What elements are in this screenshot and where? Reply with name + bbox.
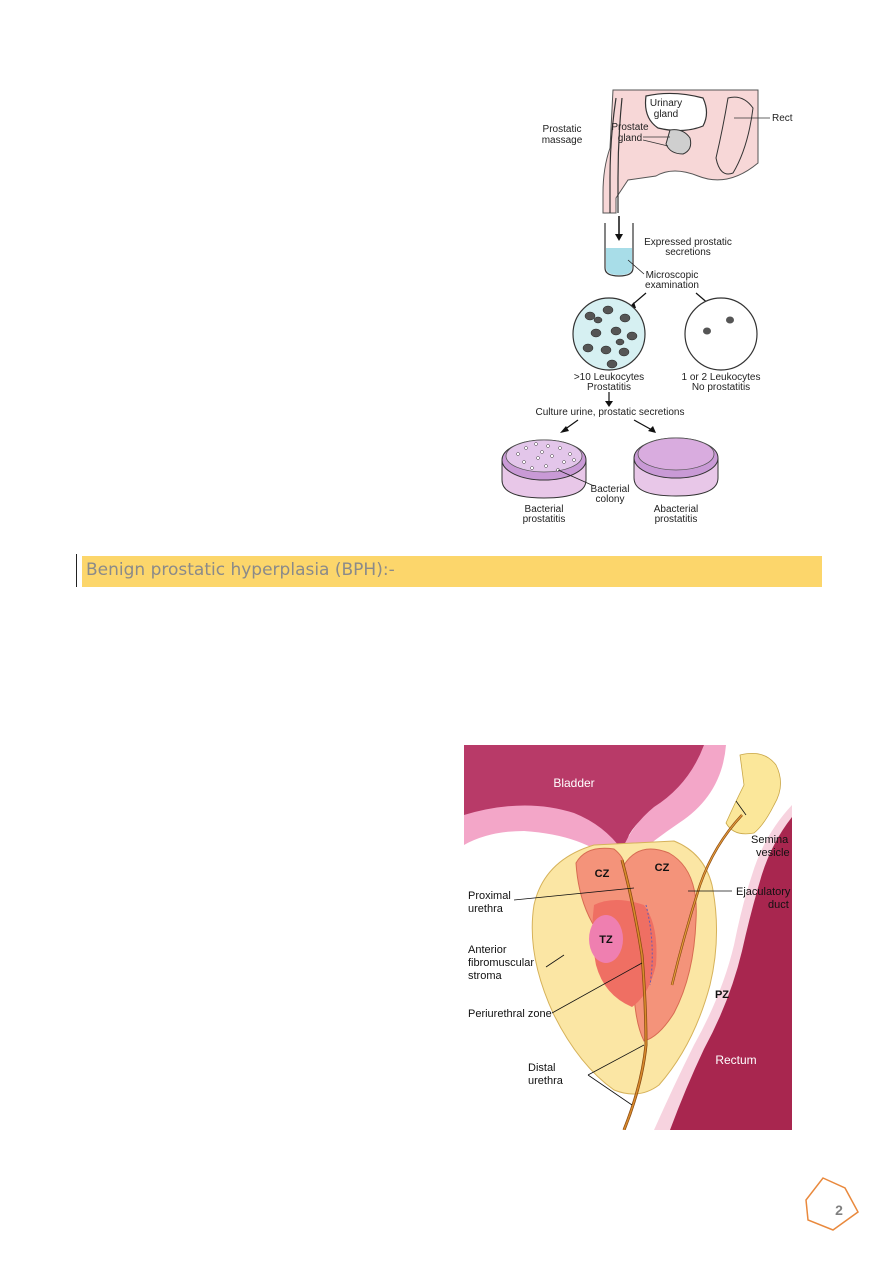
label-bladder: Bladder [553,776,594,790]
label-anterior-2: fibromuscular [468,957,534,969]
label-rect: Rect [772,113,793,124]
label-colony-2: colony [596,494,625,505]
rectum-region [670,817,792,1130]
leukocyte-many-circle [572,297,646,371]
label-rectum: Rectum [715,1053,756,1067]
page-number: 2 [835,1202,843,1218]
label-urinary: Urinary [650,98,682,109]
bladder-region [464,745,714,865]
label-bacterial-2: prostatitis [523,514,566,525]
heading-left-rule [76,554,77,587]
section-heading-bar [82,556,822,587]
label-anterior-3: stroma [468,970,503,982]
label-seminal-1: Semina [751,834,789,846]
label-microscopic-1: Microscopic [646,270,699,281]
prostatitis-diagnosis-figure: Urinary gland Prostate gland Rect Prosta… [501,89,793,525]
label-distal-2: urethra [528,1075,564,1087]
label-cz-right: CZ [655,862,670,874]
label-prostate-gland: gland [618,133,642,144]
label-proximal-1: Proximal [468,890,511,902]
page-number-badge: 2 [805,1177,859,1231]
leukocyte-few-circle [684,297,758,371]
label-proximal-2: urethra [468,903,504,915]
label-pz: PZ [715,989,729,1001]
label-abacterial-2: prostatitis [655,514,698,525]
label-bacterial-1: Bacterial [525,504,564,515]
label-periurethral: Periurethral zone [468,1008,552,1020]
test-tube: Expressed prostatic secretions Microscop… [604,216,732,309]
label-ejaculatory-1: Ejaculatory [736,886,791,898]
label-leuk-few-2: No prostatitis [692,382,750,393]
label-microscopic-2: examination [645,280,699,291]
label-cz-left: CZ [595,868,610,880]
label-seminal-2: vesicle [756,847,790,859]
section-heading: Benign prostatic hyperplasia (BPH):- [86,560,395,580]
seminal-vesicle [725,752,781,835]
transition-zone [589,915,623,963]
label-massage-1: Prostatic [543,124,582,135]
petri-dish-bacterial [501,439,587,499]
label-ejaculatory-2: duct [768,899,789,911]
label-urinary-gland: gland [654,109,678,120]
label-abacterial-1: Abacterial [654,504,698,515]
label-expressed-2: secretions [665,247,711,258]
label-culture: Culture urine, prostatic secretions [536,407,685,418]
label-leuk-few-1: 1 or 2 Leukocytes [682,372,761,383]
petri-dish-abacterial [633,437,719,497]
label-anterior-1: Anterior [468,944,507,956]
label-expressed-1: Expressed prostatic [644,237,732,248]
label-prostate: Prostate [611,122,649,133]
label-tz: TZ [599,934,613,946]
label-colony-1: Bacterial [591,484,630,495]
prostate-zones-figure: Bladder Semina vesicle CZ CZ Proximal ur… [464,745,792,1130]
label-distal-1: Distal [528,1062,556,1074]
anatomy-illustration: Urinary gland Prostate gland Rect Prosta… [542,89,793,214]
label-leuk-many-2: Prostatitis [587,382,631,393]
label-leuk-many-1: >10 Leukocytes [574,372,644,383]
label-massage-2: massage [542,135,583,146]
